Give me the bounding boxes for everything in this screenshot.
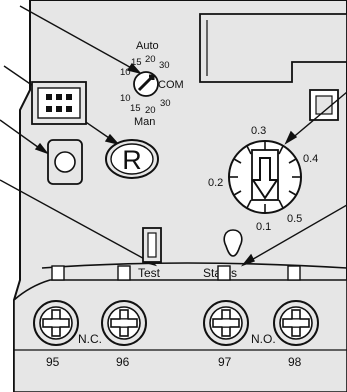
mode-lower-15: 15 (130, 103, 141, 114)
mode-lower-30: 30 (160, 98, 171, 109)
current-scale-0-2: 0.2 (208, 177, 223, 189)
mode-dial[interactable] (133, 71, 159, 97)
current-scale-0-1: 0.1 (256, 221, 271, 233)
mode-lower-10: 10 (120, 93, 131, 104)
mode-lower-20: 20 (145, 105, 156, 116)
nc-label: N.C. (78, 332, 102, 346)
screw-icon[interactable] (203, 300, 249, 346)
terminal-98: 98 (288, 355, 302, 369)
round-indicator (47, 139, 83, 185)
arrow-down-icon (251, 157, 279, 200)
terminal-95: 95 (46, 355, 60, 369)
terminal-96: 96 (116, 355, 130, 369)
mode-bottom-label: Man (134, 116, 155, 128)
current-scale-0-5: 0.5 (287, 213, 302, 225)
side-slot (199, 13, 347, 83)
terminal-panel (13, 279, 347, 392)
mode-upper-10: 10 (120, 67, 131, 78)
test-label: Test (138, 266, 161, 280)
mode-upper-15: 15 (131, 57, 142, 68)
reset-label: R (122, 145, 142, 175)
mode-upper-30: 30 (159, 60, 170, 71)
no-label: N.O. (251, 332, 276, 346)
current-scale-0-4: 0.4 (303, 153, 318, 165)
reset-button[interactable] (105, 139, 159, 179)
screw-icon[interactable] (273, 300, 319, 346)
screw-icon[interactable] (33, 300, 79, 346)
status-indicator (223, 229, 243, 257)
test-button[interactable] (142, 227, 162, 263)
terminal-markers (51, 265, 301, 281)
screw-icon[interactable] (101, 300, 147, 346)
current-scale-0-3: 0.3 (251, 125, 266, 137)
mode-upper-20: 20 (145, 54, 156, 65)
connector-icon (31, 81, 87, 125)
mode-com-label: COM (158, 79, 184, 91)
mode-top-label: Auto (136, 40, 159, 52)
terminal-97: 97 (218, 355, 232, 369)
